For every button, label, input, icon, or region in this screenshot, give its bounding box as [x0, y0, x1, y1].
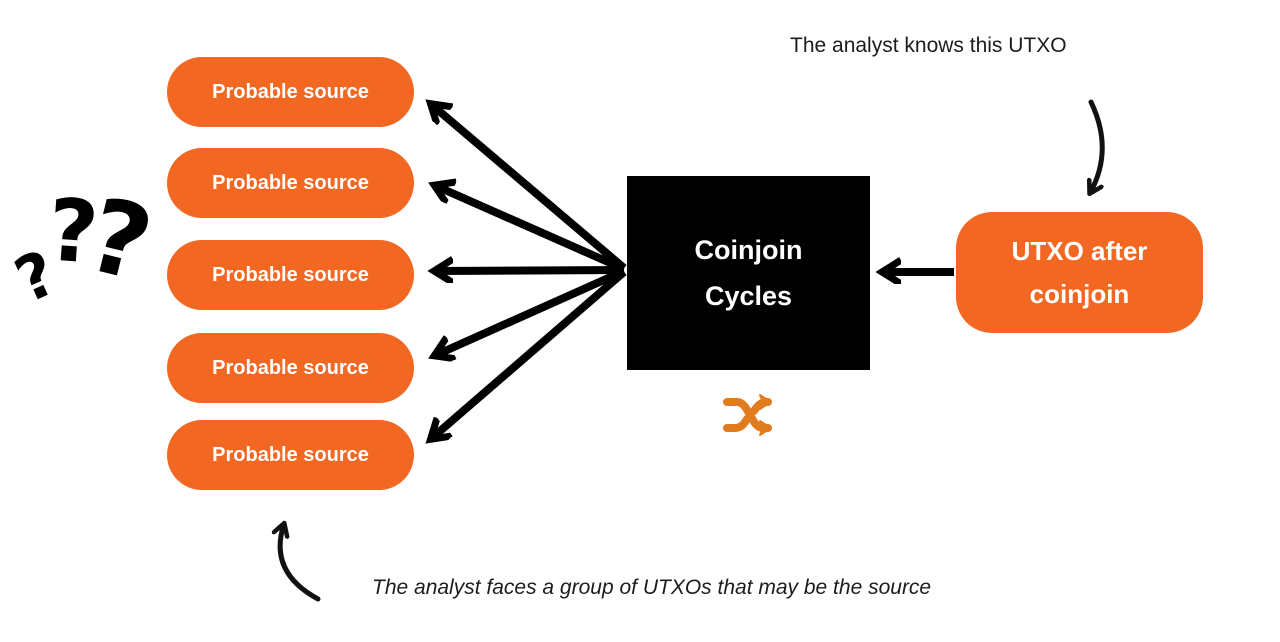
probable-source-node-5: Probable source: [167, 420, 414, 490]
annotation-analyst-knows: The analyst knows this UTXO: [790, 34, 1067, 57]
probable-source-label: Probable source: [212, 443, 369, 466]
shuffle-icon: [723, 394, 772, 436]
shuffle-icon-cross-path: [723, 398, 772, 436]
shuffle-icon-stub: [723, 415, 751, 432]
fan-arrow-4: [436, 267, 626, 355]
probable-source-node-1: Probable source: [167, 57, 414, 127]
utxo-label-line1: UTXO after: [1011, 235, 1148, 266]
fan-arrow-2: [436, 186, 626, 273]
probable-source-label: Probable source: [212, 263, 369, 286]
utxo-after-coinjoin-node: UTXO after coinjoin: [956, 212, 1203, 333]
probable-source-node-3: Probable source: [167, 240, 414, 310]
probable-source-label: Probable source: [212, 356, 369, 379]
coinjoin-cycles-label-line2: Cycles: [704, 280, 793, 311]
fan-arrows: [432, 105, 627, 438]
annotation-arrow-top: [1090, 99, 1105, 193]
fan-arrow-3: [436, 270, 625, 271]
fan-arrow-1: [432, 105, 627, 272]
probable-source-node-2: Probable source: [167, 148, 414, 218]
annotation-analyst-faces: The analyst faces a group of UTXOs that …: [372, 576, 932, 599]
probable-source-label: Probable source: [212, 171, 369, 194]
utxo-label-line2: coinjoin: [1029, 278, 1130, 309]
shuffle-icon-top-arrow: [750, 394, 772, 415]
probable-source-label: Probable source: [212, 80, 369, 103]
probable-source-node-4: Probable source: [167, 333, 414, 403]
coinjoin-cycles-label-line1: Coinjoin: [694, 234, 803, 265]
fan-arrow-5: [432, 268, 627, 438]
coinjoin-cycles-node: Coinjoin Cycles: [627, 176, 870, 370]
annotation-arrow-bottom: [280, 524, 321, 602]
